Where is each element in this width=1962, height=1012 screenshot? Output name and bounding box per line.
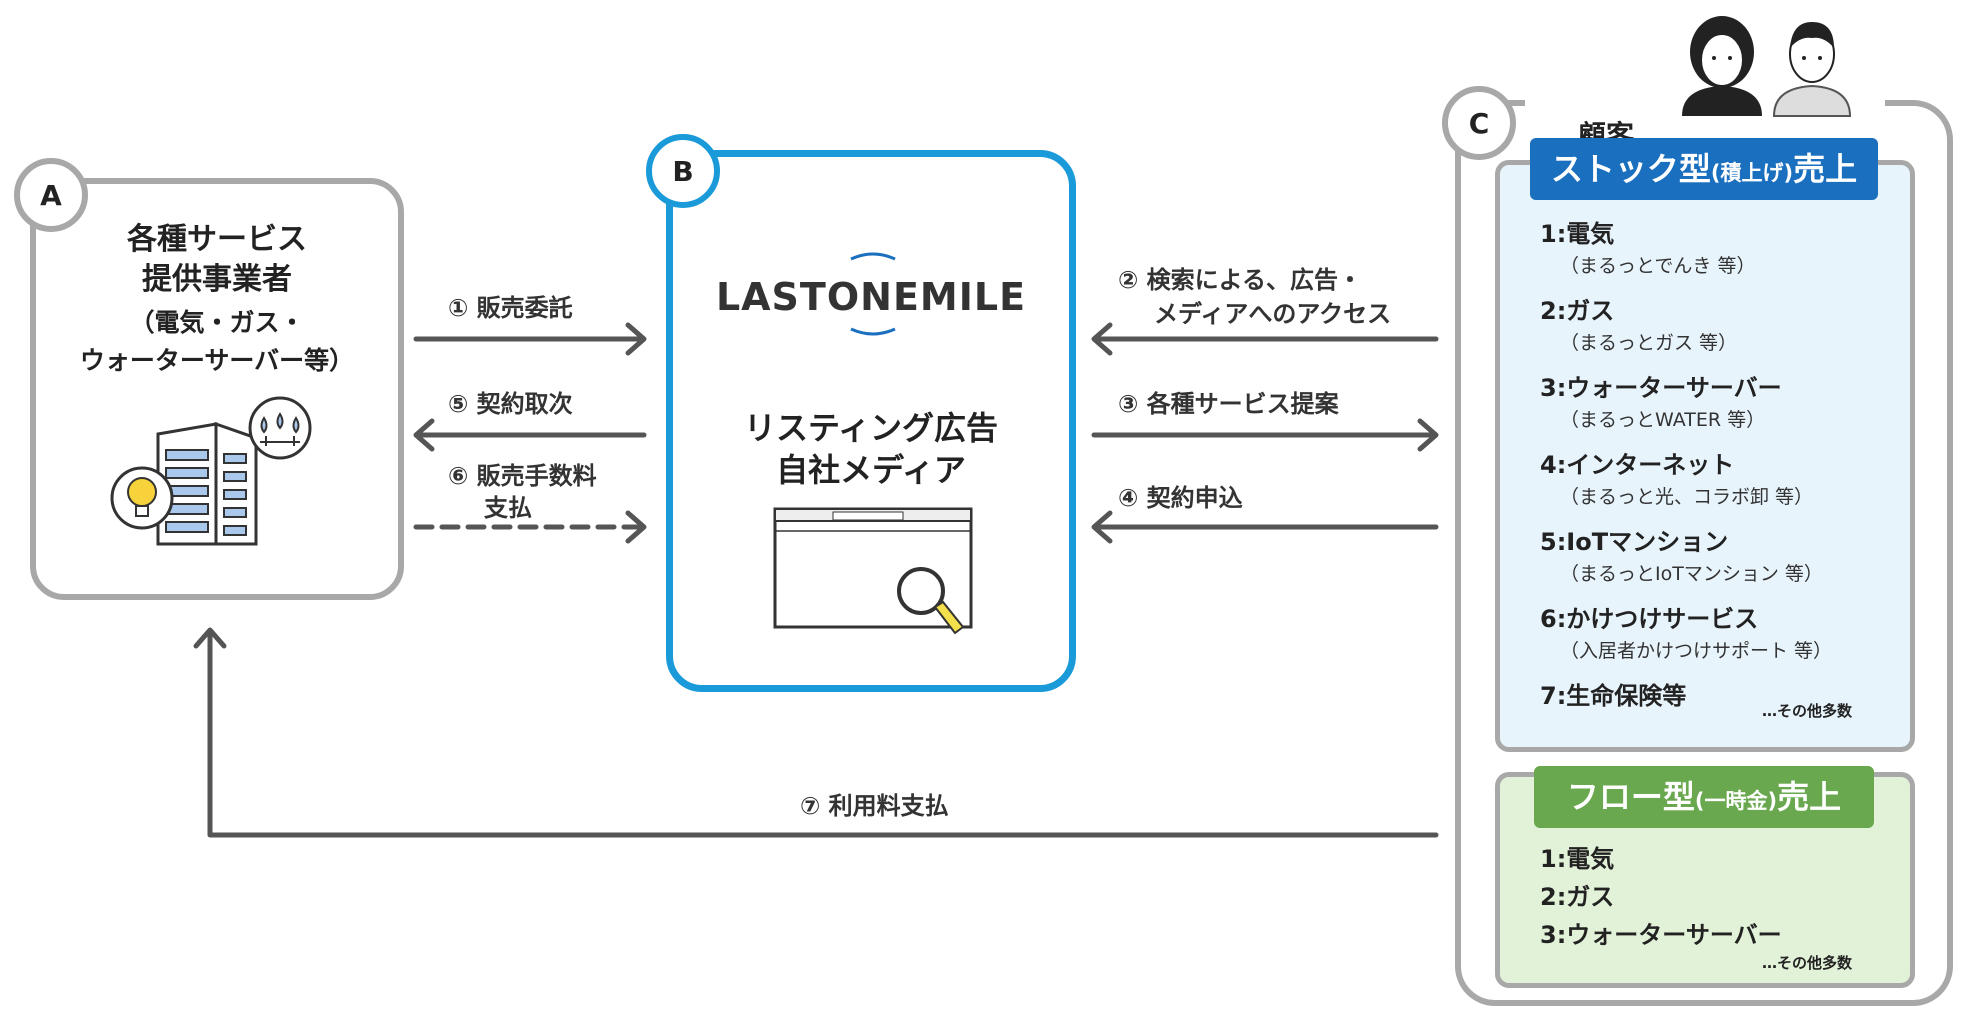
node-a-sub-line1: （電気・ガス・ — [129, 308, 305, 337]
stock-panel — [1495, 160, 1915, 752]
stock-item-2: 2:ガス — [1540, 297, 1615, 325]
stock-item-4-sub: （まるっと光、コラボ卸 等） — [1560, 486, 1814, 508]
arrow-1-label: ① 販売委託 — [448, 294, 573, 322]
stock-title: ストック型(積上げ)売上 — [1530, 138, 1878, 200]
stock-item-5-sub: （まるっとIoTマンション 等） — [1560, 563, 1823, 585]
flow-title: フロー型(一時金)売上 — [1534, 766, 1874, 828]
node-b-title-line2: 自社メディア — [776, 451, 966, 489]
building-icon — [110, 396, 312, 546]
node-a-sub-line2: ウォーターサーバー等） — [79, 346, 355, 375]
stock-item-3: 3:ウォーターサーバー — [1540, 374, 1782, 402]
arrow-7 — [207, 629, 1439, 838]
arrow-4-label: ④ 契約申込 — [1118, 484, 1243, 512]
stock-item-3-sub: （まるっとWATER 等） — [1560, 409, 1766, 431]
arrow-3-label: ③ 各種サービス提案 — [1118, 390, 1339, 418]
stock-title-end: 売上 — [1793, 150, 1858, 188]
browser-search-icon — [773, 507, 973, 635]
stock-item-6: 6:かけつけサービス — [1540, 605, 1759, 633]
node-a-box: 各種サービス 提供事業者 （電気・ガス・ ウォーターサーバー等） — [30, 178, 404, 600]
stock-item-1-sub: （まるっとでんき 等） — [1560, 255, 1756, 277]
logo-text: LASTONEMILE — [715, 275, 1027, 319]
flow-item-3: 3:ウォーターサーバー — [1540, 921, 1782, 949]
stock-title-small: (積上げ) — [1710, 161, 1794, 185]
node-b-badge: B — [646, 134, 720, 208]
stock-item-4: 4:インターネット — [1540, 451, 1735, 479]
flow-item-1: 1:電気 — [1540, 845, 1615, 873]
customers-icon — [1682, 16, 1852, 117]
arrow-6-label-line2: 支払 — [484, 494, 532, 522]
stock-item-5: 5:IoTマンション — [1540, 528, 1729, 556]
flow-title-main: フロー型 — [1566, 778, 1695, 816]
flow-item-2: 2:ガス — [1540, 883, 1615, 911]
arrow-2-label-line1: ② 検索による、広告・ — [1118, 266, 1362, 294]
node-b-title-line1: リスティング広告 — [743, 409, 999, 447]
flow-more: …その他多数 — [1762, 954, 1853, 972]
node-a-badge: A — [14, 158, 88, 232]
node-c-badge: C — [1442, 86, 1516, 160]
stock-more: …その他多数 — [1762, 702, 1853, 720]
arrow-5-label: ⑤ 契約取次 — [448, 390, 573, 418]
stock-title-main: ストック型 — [1550, 150, 1711, 188]
flow-title-small: (一時金) — [1694, 789, 1778, 813]
arrow-6-label-line1: ⑥ 販売手数料 — [448, 462, 597, 490]
node-a-title-line1: 各種サービス — [127, 222, 307, 257]
flow-title-end: 売上 — [1777, 778, 1842, 816]
arrow-2-label-line2: メディアへのアクセス — [1154, 300, 1392, 328]
lastonemile-logo — [850, 252, 896, 336]
stock-item-6-sub: （入居者かけつけサポート 等） — [1560, 640, 1833, 662]
stock-item-2-sub: （まるっとガス 等） — [1560, 332, 1738, 354]
flow-list: 1:電気 2:ガス 3:ウォーターサーバー — [1540, 840, 1900, 954]
node-a-title-line2: 提供事業者 — [142, 262, 292, 297]
stock-item-7: 7:生命保険等 — [1540, 682, 1687, 710]
arrow-7-label: ⑦ 利用料支払 — [800, 792, 949, 820]
node-b-box: LASTONEMILE リスティング広告 自社メディア — [666, 150, 1076, 692]
stock-item-1: 1:電気 — [1540, 220, 1615, 248]
